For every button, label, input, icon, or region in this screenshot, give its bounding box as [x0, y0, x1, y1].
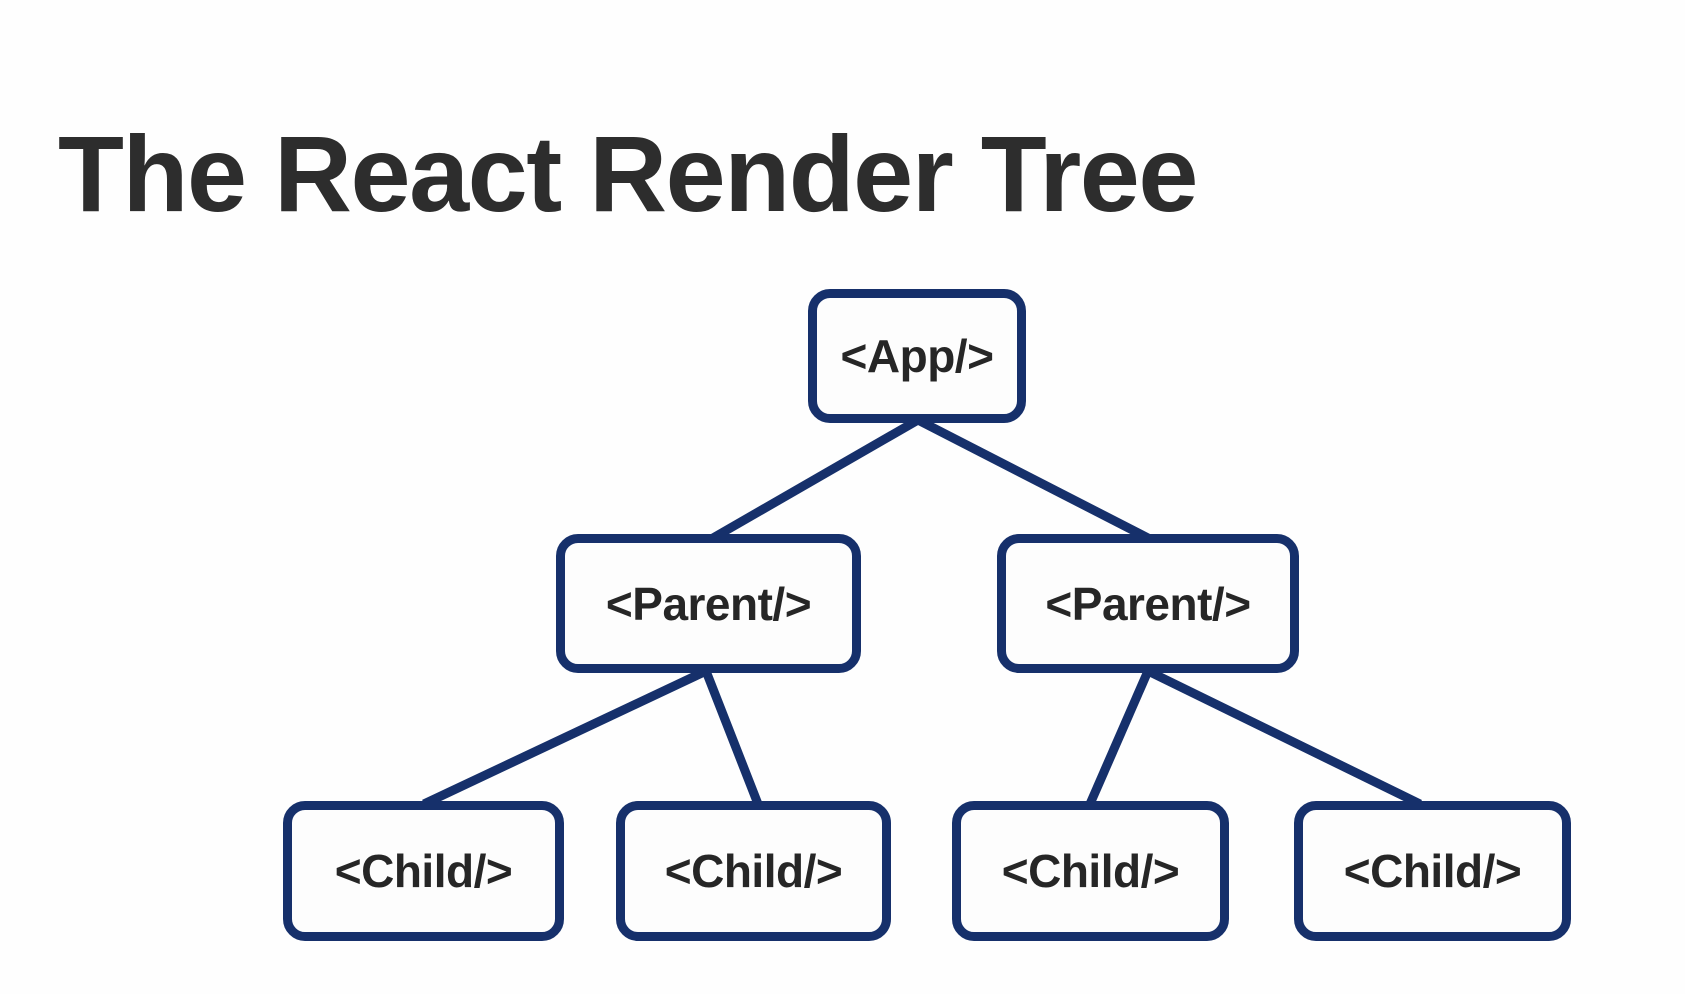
- page-title: The React Render Tree: [58, 113, 1198, 235]
- tree-node-child-4[interactable]: <Child/>: [1294, 801, 1571, 941]
- edge-parent-1-to-child-1: [422, 666, 708, 809]
- edge-app-to-parent-1: [710, 416, 921, 542]
- edge-parent-2-to-child-3: [1085, 669, 1153, 806]
- tree-node-child-3-label: <Child/>: [1001, 845, 1180, 897]
- tree-node-parent-2-label: <Parent/>: [1045, 577, 1251, 630]
- tree-node-child-1[interactable]: <Child/>: [283, 801, 564, 941]
- tree-node-child-2[interactable]: <Child/>: [616, 801, 891, 941]
- edge-parent-2-to-child-4: [1146, 666, 1422, 809]
- tree-node-parent-1-label: <Parent/>: [605, 577, 812, 630]
- tree-node-parent-1[interactable]: <Parent/>: [556, 534, 861, 673]
- tree-node-parent-2[interactable]: <Parent/>: [997, 534, 1299, 673]
- tree-node-child-2-label: <Child/>: [664, 845, 843, 897]
- tree-node-app-label: <App/>: [840, 330, 994, 382]
- tree-node-child-3[interactable]: <Child/>: [952, 801, 1229, 941]
- tree-node-app[interactable]: <App/>: [808, 289, 1026, 423]
- edge-app-to-parent-2: [915, 415, 1151, 543]
- tree-node-child-4-label: <Child/>: [1343, 845, 1522, 897]
- edge-parent-1-to-child-2: [701, 669, 763, 806]
- tree-node-child-1-label: <Child/>: [334, 845, 513, 897]
